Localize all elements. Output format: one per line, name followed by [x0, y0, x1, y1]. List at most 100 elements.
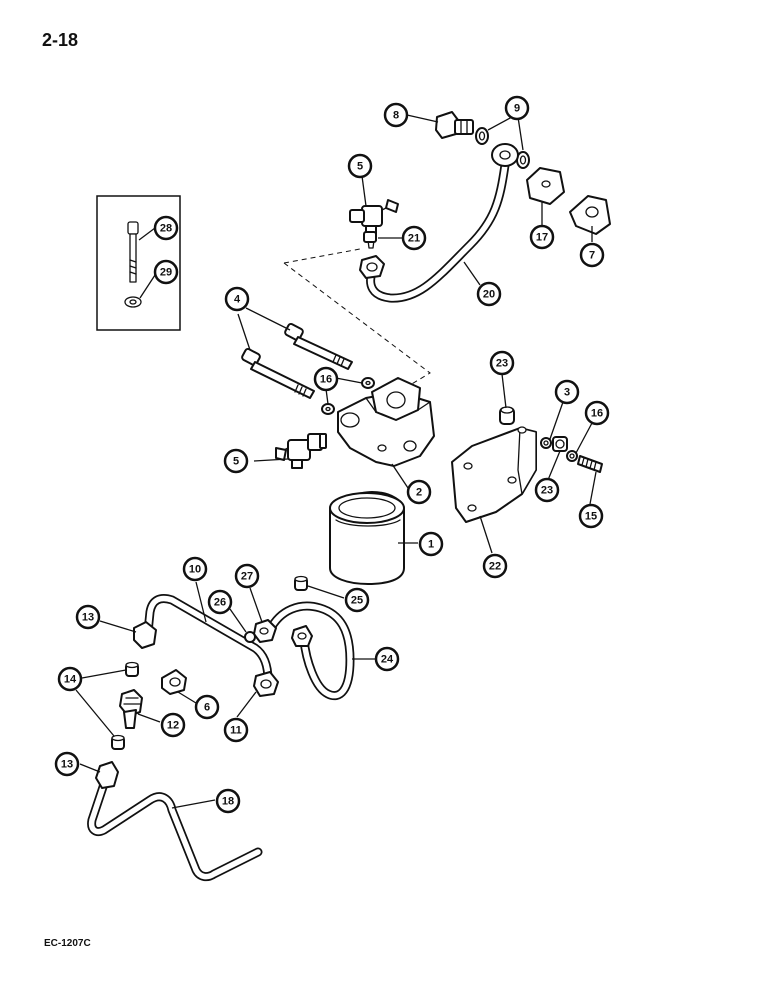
callout-circle	[344, 587, 370, 613]
lockwasher-29-drawing	[124, 296, 142, 308]
callout-label: 8	[393, 110, 399, 122]
callout-13: 13	[54, 751, 80, 777]
callout-circle	[418, 531, 444, 557]
inset-box	[96, 195, 181, 331]
olive-26-drawing	[244, 631, 256, 643]
callout-label: 2	[416, 487, 422, 499]
bolts-4-drawing	[241, 323, 353, 399]
callout-circle	[54, 751, 80, 777]
callout-21: 21	[401, 225, 427, 251]
callout-circle	[57, 666, 83, 692]
callout-label: 18	[222, 796, 234, 808]
callout-circle	[347, 153, 373, 179]
callout-circle	[313, 366, 339, 392]
callout-label: 6	[204, 702, 210, 714]
callout-label: 21	[408, 233, 420, 245]
callout-label: 16	[320, 374, 332, 386]
callout-circle	[215, 788, 241, 814]
callout-17: 17	[529, 224, 555, 250]
callout-9: 9	[504, 95, 530, 121]
phantom-line-upper	[283, 248, 361, 264]
pipe-24-drawing	[265, 601, 355, 700]
callout-circle	[584, 400, 610, 426]
callout-20: 20	[476, 281, 502, 307]
fitting-21-drawing	[363, 231, 377, 243]
gasket-7-drawing	[569, 195, 611, 235]
callout-16: 16	[584, 400, 610, 426]
callout-8: 8	[383, 102, 409, 128]
callout-label: 26	[214, 597, 226, 609]
nut-27-drawing	[253, 619, 277, 643]
callout-27: 27	[234, 563, 260, 589]
bracket-22-drawing	[451, 426, 537, 523]
callout-label: 15	[585, 511, 597, 523]
flange-17-drawing	[526, 167, 565, 205]
callout-25: 25	[344, 587, 370, 613]
callout-28: 28	[153, 215, 179, 241]
callout-label: 1	[428, 539, 434, 551]
cap-25-drawing	[294, 575, 308, 591]
callout-15: 15	[578, 503, 604, 529]
callout-label: 23	[541, 485, 553, 497]
callout-label: 4	[234, 294, 241, 306]
callout-circle	[578, 503, 604, 529]
callout-circle	[224, 286, 250, 312]
callout-label: 22	[489, 561, 501, 573]
callout-6: 6	[194, 694, 220, 720]
callout-3: 3	[554, 379, 580, 405]
callout-label: 24	[381, 654, 394, 666]
banjo-bolt-8-drawing	[435, 111, 474, 139]
callout-circle	[207, 589, 233, 615]
nut-6-drawing	[161, 669, 187, 695]
pipe-10-drawing	[143, 594, 273, 685]
callout-label: 13	[61, 759, 73, 771]
callout-22: 22	[482, 553, 508, 579]
callout-label: 13	[82, 612, 94, 624]
callout-label: 12	[167, 720, 179, 732]
callout-circle	[153, 215, 179, 241]
callout-circle	[534, 477, 560, 503]
callout-29: 29	[153, 259, 179, 285]
callout-circle	[160, 712, 186, 738]
callout-circle	[75, 604, 101, 630]
callout-7: 7	[579, 242, 605, 268]
callout-circle	[383, 102, 409, 128]
page-number: 2-18	[42, 30, 79, 50]
callout-label: 20	[483, 289, 495, 301]
callout-circle	[234, 563, 260, 589]
callout-14: 14	[57, 666, 83, 692]
fitting-13-upper-drawing	[133, 621, 157, 649]
filter-head-2-drawing	[337, 377, 435, 467]
callout-circle	[153, 259, 179, 285]
callout-5: 5	[347, 153, 373, 179]
callout-4: 4	[224, 286, 250, 312]
spacer-23-upper-drawing	[499, 406, 515, 425]
callout-16: 16	[313, 366, 339, 392]
cap-14-upper-drawing	[125, 661, 139, 677]
fitting-11-drawing	[253, 671, 279, 697]
callout-label: 17	[536, 232, 548, 244]
callout-label: 7	[589, 250, 595, 262]
callout-circle	[554, 379, 580, 405]
cap-14-lower-drawing	[111, 734, 125, 750]
callout-circle	[489, 350, 515, 376]
callout-24: 24	[374, 646, 400, 672]
callout-10: 10	[182, 556, 208, 582]
callout-5: 5	[223, 448, 249, 474]
callout-13: 13	[75, 604, 101, 630]
bolt-28-drawing	[127, 221, 139, 283]
callout-1: 1	[418, 531, 444, 557]
callout-label: 5	[233, 456, 239, 468]
callout-circle	[223, 717, 249, 743]
callout-label: 9	[514, 103, 520, 115]
fitting-12-drawing	[119, 689, 143, 729]
callout-circle	[504, 95, 530, 121]
callout-label: 11	[230, 725, 242, 737]
filter-1-drawing	[329, 491, 405, 585]
callout-circle	[482, 553, 508, 579]
callout-label: 14	[64, 674, 77, 686]
callout-label: 16	[591, 408, 603, 420]
callout-label: 10	[189, 564, 201, 576]
